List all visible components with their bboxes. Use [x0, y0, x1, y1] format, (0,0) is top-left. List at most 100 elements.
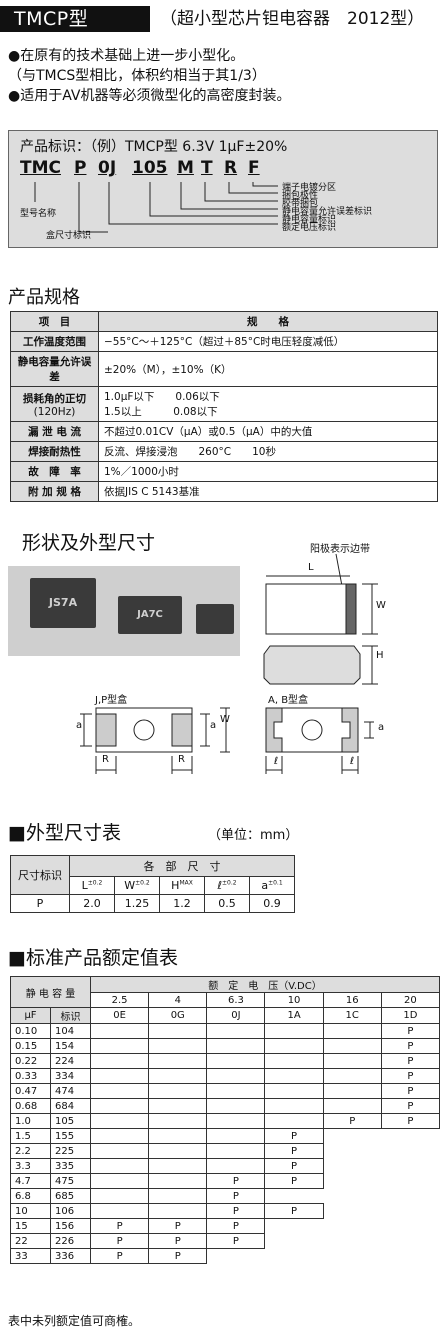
- capacitance-mark: 154: [49, 1038, 92, 1054]
- code-polarity: R: [224, 158, 238, 178]
- rating-cell: P: [380, 1053, 441, 1069]
- rating-cell: P: [264, 1158, 324, 1174]
- spec-value: ±20%（M），±10%（K）: [98, 351, 438, 387]
- rating-cell: [206, 1038, 266, 1054]
- capacitance-mark: 334: [49, 1068, 92, 1084]
- spec-key-line: 损耗角的正切: [23, 392, 86, 405]
- dim-label-a-ab: a: [378, 722, 385, 733]
- rating-cell: [90, 1173, 150, 1189]
- spec-title: 产品规格: [8, 287, 80, 308]
- code-plating: F: [248, 158, 260, 178]
- rating-cell: [206, 1128, 266, 1144]
- blank-cell: [264, 1218, 324, 1234]
- rating-cell: P: [322, 1113, 382, 1129]
- rating-cell: [322, 1053, 382, 1069]
- mark-header: 标识: [49, 1007, 92, 1024]
- capacitance-uf: 0.68: [10, 1098, 51, 1114]
- voltage-code: 0J: [206, 1007, 266, 1024]
- rating-cell: [264, 1053, 324, 1069]
- spec-value: 依据JIS C 5143基准: [98, 481, 438, 502]
- blank-cell: [323, 1158, 382, 1174]
- blank-cell: [381, 1158, 440, 1174]
- rating-cell: [148, 1038, 208, 1054]
- dim-label-L: L: [308, 562, 314, 573]
- label-model-name: 型号名称: [20, 209, 57, 219]
- spec-key: 附 加 规 格: [10, 481, 99, 502]
- capacitance-uf: 1.5: [10, 1128, 51, 1144]
- capacitance-mark: 105: [49, 1113, 92, 1129]
- rating-cell: [148, 1098, 208, 1114]
- rating-cell: P: [380, 1038, 441, 1054]
- spec-key: 故 障 率: [10, 461, 99, 482]
- dim-label-a-right: a: [210, 720, 217, 731]
- label-polarity: 捆包极性: [282, 191, 319, 201]
- rating-cell: [90, 1203, 150, 1219]
- rating-cell: [264, 1068, 324, 1084]
- rating-cell: [90, 1083, 150, 1099]
- spec-key: 损耗角的正切(120Hz): [10, 386, 99, 422]
- rating-cell: [206, 1143, 266, 1159]
- series-tag: TMCP型: [0, 6, 150, 32]
- dim-row-header: 尺寸标识: [10, 855, 70, 895]
- rating-cell: P: [90, 1233, 150, 1249]
- spec-value: 1%／1000小时: [98, 461, 438, 482]
- rating-cell: P: [206, 1218, 266, 1234]
- blank-cell: [381, 1143, 440, 1159]
- dim-group-header: 各 部 尺 寸: [69, 855, 295, 877]
- capacitance-uf: 0.22: [10, 1053, 51, 1069]
- dim-label-l-right: ℓ: [350, 756, 355, 767]
- rating-cell: [148, 1158, 208, 1174]
- rating-cell: [322, 1023, 382, 1039]
- shape-title: 形状及外型尺寸: [22, 532, 156, 554]
- rating-cell: [206, 1083, 266, 1099]
- rating-cell: [322, 1038, 382, 1054]
- voltage-value: 2.5: [90, 992, 150, 1008]
- rating-cell: P: [264, 1128, 324, 1144]
- blank-cell: [264, 1248, 324, 1264]
- dim-value: 0.5: [204, 894, 250, 913]
- rating-cell: P: [380, 1068, 441, 1084]
- dim-label-a-left: a: [76, 720, 83, 731]
- rating-cell: [264, 1113, 324, 1129]
- rating-cell: [90, 1158, 150, 1174]
- rating-title: ■标准产品额定值表: [8, 947, 178, 969]
- rating-cell: [90, 1053, 150, 1069]
- capacitance-mark: 106: [49, 1203, 92, 1219]
- spec-key: 焊接耐热性: [10, 441, 99, 462]
- spec-value-line: 1.0μF以下 0.06以下: [104, 391, 220, 403]
- blank-cell: [381, 1203, 440, 1219]
- spec-value: 1.0μF以下 0.06以下 1.5以上 0.08以下: [98, 386, 438, 422]
- code-tape: T: [201, 158, 213, 178]
- spec-value: 反流、焊接浸泡 260°C 10秒: [98, 441, 438, 462]
- spec-key: 工作温度范围: [10, 331, 99, 352]
- rating-cell: P: [206, 1188, 266, 1204]
- rating-cell: [90, 1188, 150, 1204]
- dim-col-a: a±0.1: [249, 876, 295, 895]
- feature-item: （与TMCS型相比，体积约相当于其1/3）: [8, 68, 266, 84]
- rating-cell: P: [206, 1203, 266, 1219]
- spec-value-line: 1.5以上 0.08以下: [104, 406, 218, 418]
- rating-cell: P: [264, 1173, 324, 1189]
- rating-cell: P: [206, 1233, 266, 1249]
- dim-label-l-left: ℓ: [274, 756, 279, 767]
- rating-cell: [322, 1098, 382, 1114]
- feature-item: ●在原有的技术基础上进一步小型化。: [8, 48, 245, 64]
- rating-cell: [148, 1083, 208, 1099]
- blank-cell: [323, 1128, 382, 1144]
- blank-cell: [323, 1143, 382, 1159]
- capacitance-mark: 475: [49, 1173, 92, 1189]
- dim-table: 尺寸标识 各 部 尺 寸 L±0.2 W±0.2 HMAX ℓ±0.2 a±0.…: [10, 855, 295, 913]
- blank-cell: [381, 1218, 440, 1234]
- rating-cell: [148, 1143, 208, 1159]
- rating-cell: P: [90, 1248, 150, 1264]
- blank-cell: [264, 1188, 324, 1204]
- capacitance-uf: 22: [10, 1233, 51, 1249]
- code-voltage: 0J: [98, 158, 117, 178]
